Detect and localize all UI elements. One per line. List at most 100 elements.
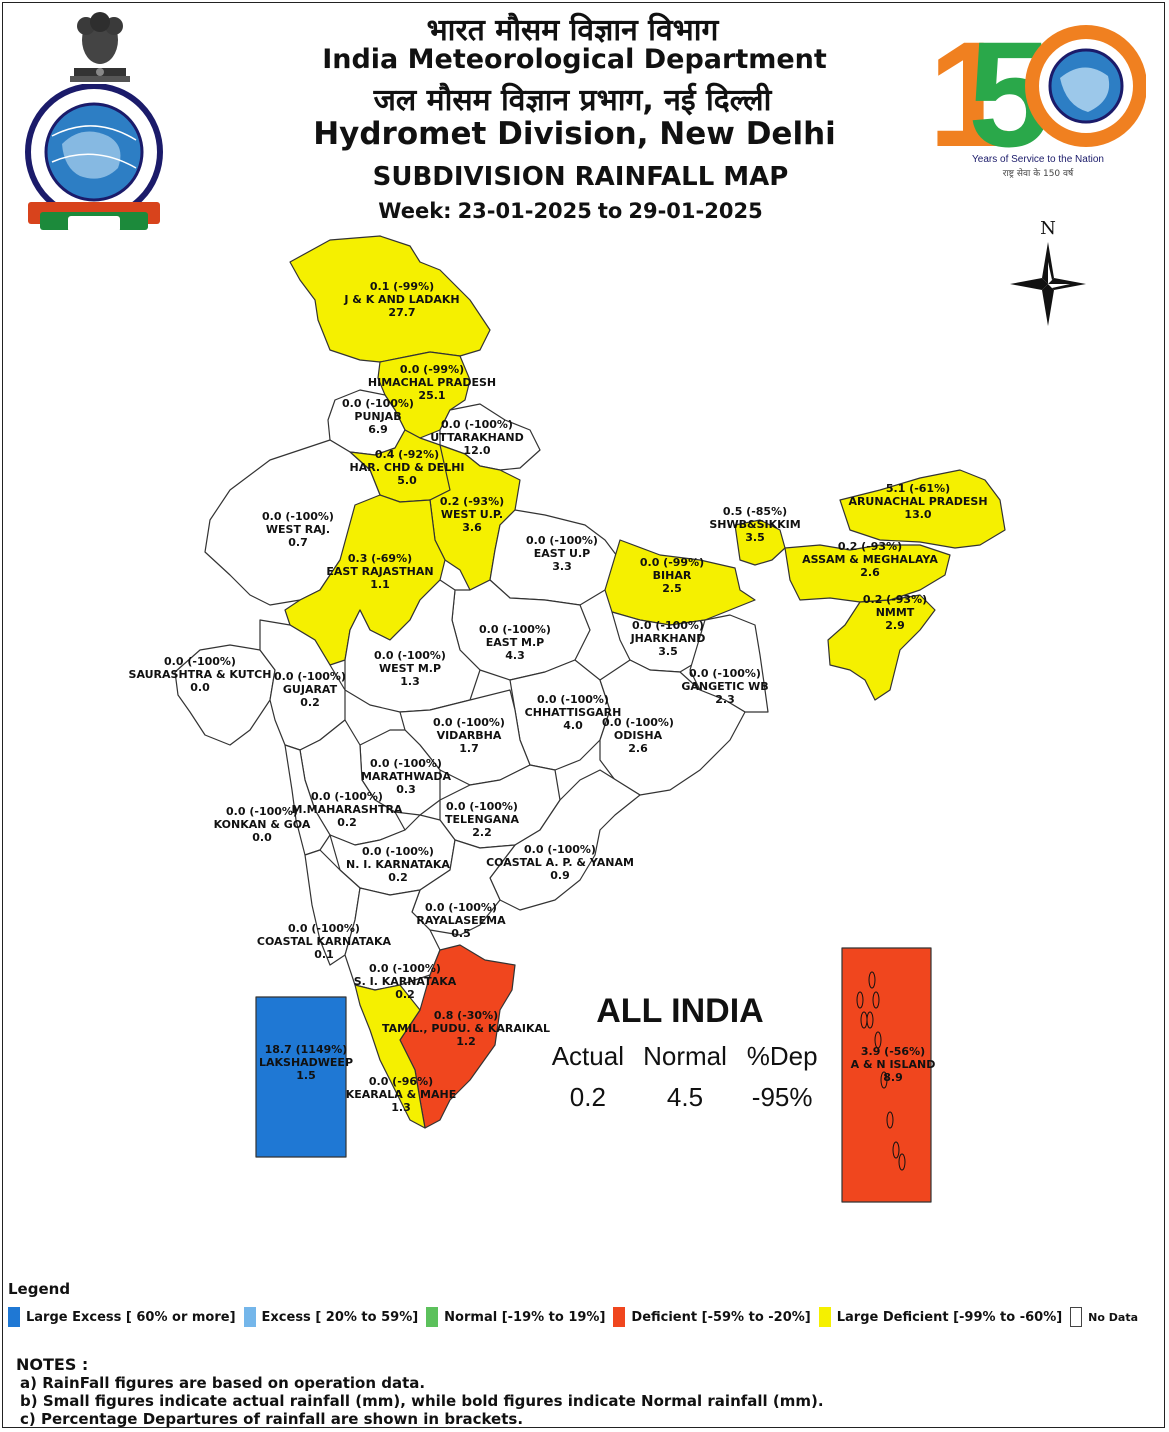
normal-rainfall-text: 8.9	[883, 1071, 903, 1084]
normal-rainfall-text: 1.3	[400, 675, 420, 688]
region-lakshadweep	[255, 996, 347, 1158]
label-west-m-p: 0.0 (-100%)WEST M.P1.3	[374, 649, 446, 688]
all-india-normal-value: 4.5	[666, 1082, 704, 1112]
normal-rainfall-text: 3.6	[462, 521, 482, 534]
region-arunachal-pradesh	[839, 469, 1006, 549]
actual-dep-text: 0.0 (-100%)	[602, 716, 674, 729]
notes-title: NOTES :	[16, 1355, 89, 1374]
subdivision-name: PUNJAB	[354, 410, 401, 423]
region-saurashtra-kutch	[174, 644, 276, 746]
subdivision-name: COASTAL KARNATAKA	[257, 935, 392, 948]
label-gangetic-wb: 0.0 (-100%)GANGETIC WB2.3	[681, 667, 768, 706]
actual-dep-text: 0.0 (-100%)	[342, 397, 414, 410]
subdivision-name: GANGETIC WB	[681, 680, 768, 693]
division-hindi: जल मौसम विज्ञान प्रभाग, नई दिल्ली	[373, 83, 772, 118]
actual-dep-text: 0.0 (-100%)	[311, 790, 383, 803]
legend-label: Large Deficient [-99% to -60%]	[836, 1309, 1063, 1325]
actual-dep-text: 0.0 (-100%)	[262, 510, 334, 523]
normal-rainfall-text: 2.9	[885, 619, 905, 632]
north-arrow-icon: N	[1010, 218, 1086, 326]
actual-dep-text: 0.0 (-100%)	[226, 805, 298, 818]
subdivision-name: S. I. KARNATAKA	[354, 975, 457, 988]
label-east-u-p: 0.0 (-100%)EAST U.P3.3	[526, 534, 598, 573]
national-emblem-logo	[70, 12, 130, 82]
subdivision-name: JHARKHAND	[630, 632, 706, 645]
actual-dep-text: 0.0 (-100%)	[274, 670, 346, 683]
actual-dep-text: 0.0 (-100%)	[362, 845, 434, 858]
normal-rainfall-text: 4.3	[505, 649, 525, 662]
legend: Large Excess [ 60% or more]Excess [ 20% …	[8, 1306, 1146, 1328]
actual-dep-text: 0.2 (-93%)	[838, 540, 902, 553]
title-hindi: भारत मौसम विज्ञान विभाग	[426, 13, 719, 48]
island-shape	[880, 1071, 888, 1089]
subdivision-name: GUJARAT	[283, 683, 338, 696]
normal-rainfall-text: 6.9	[368, 423, 388, 436]
normal-rainfall-text: 1.3	[391, 1101, 411, 1114]
subdivision-name: EAST U.P	[534, 547, 590, 560]
actual-dep-text: 0.0 (-100%)	[433, 716, 505, 729]
subdivision-name: TELENGANA	[445, 813, 519, 826]
normal-rainfall-text: 1.2	[456, 1035, 476, 1048]
legend-item-no-data: No Data	[1070, 1307, 1138, 1327]
subdivision-name: J & K AND LADAKH	[343, 293, 459, 306]
actual-dep-text: 0.1 (-99%)	[370, 280, 434, 293]
actual-dep-text: 0.2 (-93%)	[440, 495, 504, 508]
normal-rainfall-text: 5.0	[397, 474, 417, 487]
subdivision-name: CHHATTISGARH	[525, 706, 622, 719]
legend-swatch	[8, 1307, 20, 1327]
actual-dep-text: 18.7 (1149%)	[265, 1043, 348, 1056]
legend-swatch	[613, 1307, 626, 1327]
anniv-tagline: Years of Service to the Nation	[972, 154, 1104, 165]
label-east-m-p: 0.0 (-100%)EAST M.P4.3	[479, 623, 551, 662]
actual-dep-text: 0.0 (-100%)	[370, 757, 442, 770]
subdivision-name: EAST RAJASTHAN	[326, 565, 433, 578]
actual-dep-text: 0.0 (-100%)	[369, 962, 441, 975]
subdivision-name: EAST M.P	[486, 636, 544, 649]
normal-rainfall-text: 0.9	[550, 869, 570, 882]
subdivision-name: BIHAR	[653, 569, 692, 582]
subdivision-name: NMMT	[876, 606, 915, 619]
legend-item-deficient: Deficient [-59% to -20%]	[613, 1307, 811, 1327]
week-label: Week:	[378, 199, 452, 223]
island-shape	[886, 1111, 894, 1129]
normal-rainfall-text: 3.5	[745, 531, 765, 544]
legend-item-normal: Normal [-19% to 19%]	[426, 1307, 605, 1327]
anniv-tagline-hindi: राष्ट्र सेवा के 150 वर्ष	[1003, 167, 1074, 179]
actual-dep-text: 0.0 (-100%)	[537, 693, 609, 706]
imd-logo	[25, 84, 163, 232]
actual-dep-text: 0.5 (-85%)	[723, 505, 787, 518]
title-english: India Meteorological Department	[322, 44, 827, 75]
subdivision-name: VIDARBHA	[437, 729, 502, 742]
actual-dep-text: 0.0 (-100%)	[288, 922, 360, 935]
normal-rainfall-text: 12.0	[463, 444, 490, 457]
subdivision-name: ASSAM & MEGHALAYA	[802, 553, 938, 566]
region-assam-meghalaya	[784, 544, 951, 603]
subdivision-name: SHWB&SIKKIM	[709, 518, 800, 531]
subdivision-name: TAMIL., PUDU. & KARAIKAL	[382, 1022, 550, 1035]
normal-rainfall-text: 0.0	[252, 831, 272, 844]
region-gangetic-wb	[689, 614, 769, 713]
subdivision-name: WEST U.P.	[441, 508, 503, 521]
actual-dep-text: 0.0 (-100%)	[526, 534, 598, 547]
actual-dep-text: 0.0 (-100%)	[632, 619, 704, 632]
normal-rainfall-text: 2.6	[860, 566, 880, 579]
division-english: Hydromet Division, New Delhi	[313, 116, 836, 152]
normal-rainfall-text: 2.5	[662, 582, 682, 595]
all-india-summary: ALL INDIA Actual Normal %Dep 0.2 4.5 -95…	[540, 992, 830, 1113]
